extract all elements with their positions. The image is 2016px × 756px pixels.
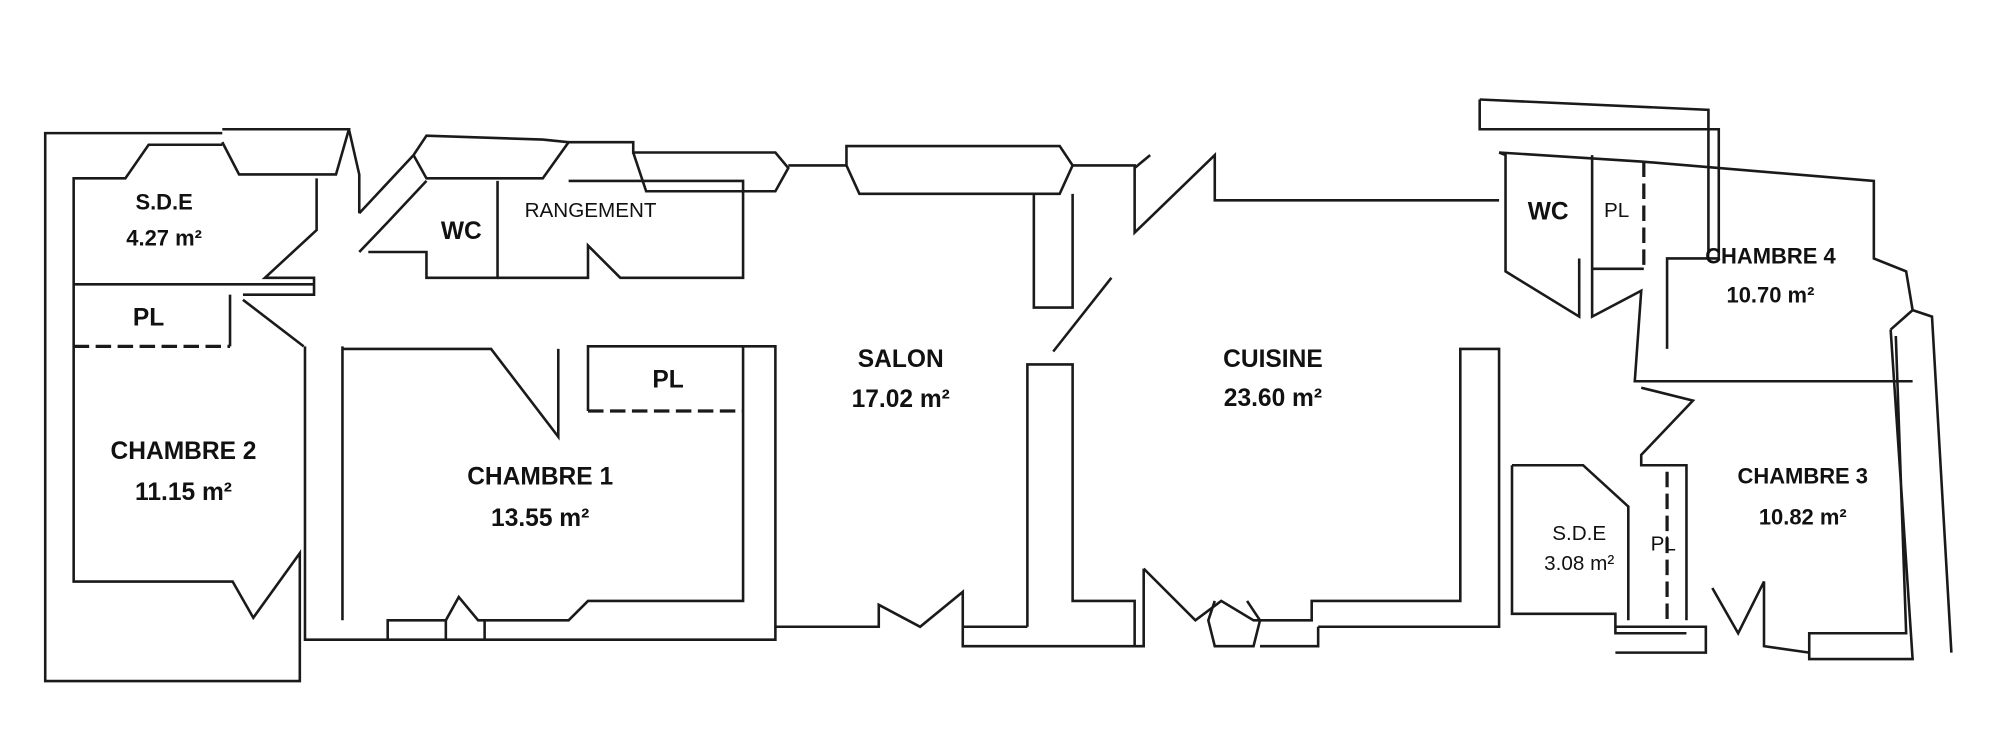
room-area-chambre-1: 13.55 m² <box>491 505 589 532</box>
room-label-wc-2: WC <box>1528 199 1569 226</box>
room-labels: S.D.E 4.27 m² PL CHAMBRE 2 11.15 m² WC R… <box>111 189 1868 575</box>
room-area-chambre-2: 11.15 m² <box>135 479 232 506</box>
room-area-chambre-4: 10.70 m² <box>1727 282 1815 307</box>
room-label-chambre-1: CHAMBRE 1 <box>467 464 613 491</box>
room-area-cuisine: 23.60 m² <box>1224 385 1322 412</box>
room-label-chambre-4: CHAMBRE 4 <box>1705 244 1836 269</box>
room-label-salon: SALON <box>858 346 944 373</box>
room-label-pl-4: PL <box>1651 533 1676 556</box>
room-label-sde-2: S.D.E <box>1552 522 1606 545</box>
room-label-pl-3: PL <box>1604 199 1629 222</box>
room-label-rangement: RANGEMENT <box>525 199 657 222</box>
walls <box>43 98 1953 683</box>
room-label-pl-1: PL <box>133 305 164 332</box>
room-label-wc-1: WC <box>441 218 482 245</box>
room-label-sde-1: S.D.E <box>135 189 192 214</box>
room-area-chambre-3: 10.82 m² <box>1759 505 1847 530</box>
room-area-salon: 17.02 m² <box>852 386 950 413</box>
room-label-chambre-3: CHAMBRE 3 <box>1738 463 1869 488</box>
room-area-sde-1: 4.27 m² <box>126 226 202 251</box>
room-label-cuisine: CUISINE <box>1223 346 1323 373</box>
room-label-chambre-2: CHAMBRE 2 <box>111 438 257 465</box>
room-area-sde-2: 3.08 m² <box>1544 552 1614 575</box>
room-label-pl-2: PL <box>652 367 683 394</box>
